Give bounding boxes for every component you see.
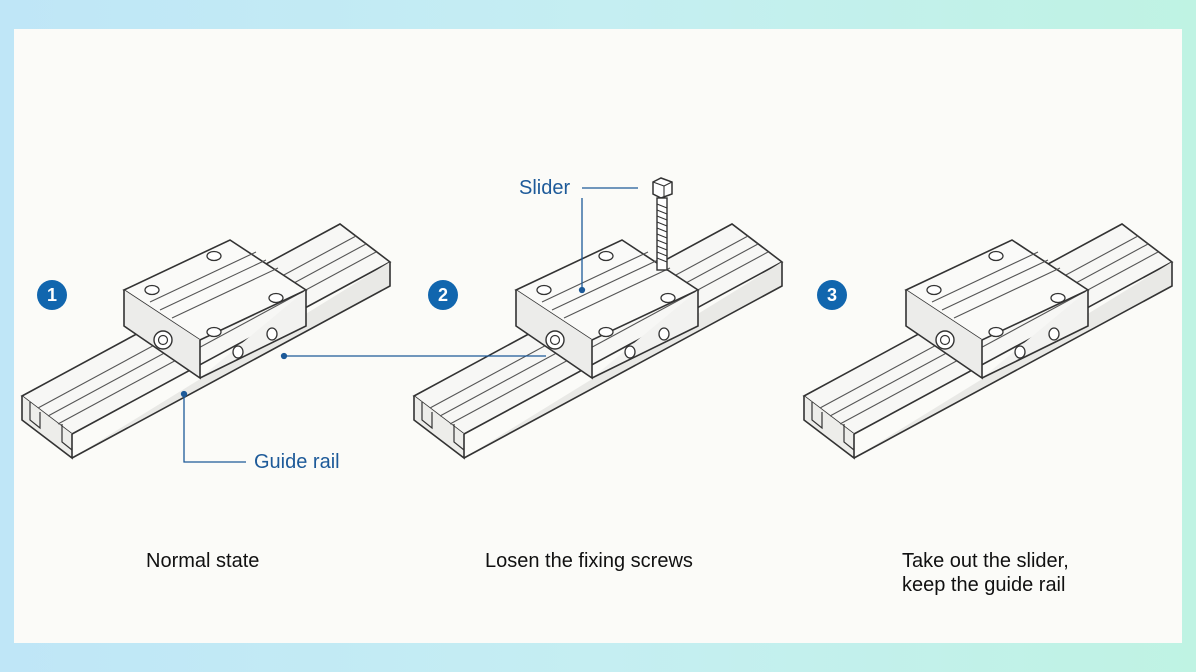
step-3-caption-line-1: Take out the slider, [902,550,1069,572]
callout-lines [180,187,638,463]
step-3-caption-line-2: keep the guide rail [902,574,1066,596]
rail-assembly-2 [413,223,783,459]
rail-assembly-1 [21,223,391,459]
step-2-caption: Losen the fixing screws [485,550,693,572]
step-1-caption: Normal state [146,550,260,572]
step-badge-3: 3 [817,280,847,310]
step-badge-2: 2 [428,280,458,310]
step-badge-1: 1 [37,280,67,310]
fixing-screw [652,177,673,271]
rail-assembly-3 [803,223,1173,459]
slider-callout-label: Slider [519,177,571,199]
guide-rail-callout-label: Guide rail [254,451,340,473]
